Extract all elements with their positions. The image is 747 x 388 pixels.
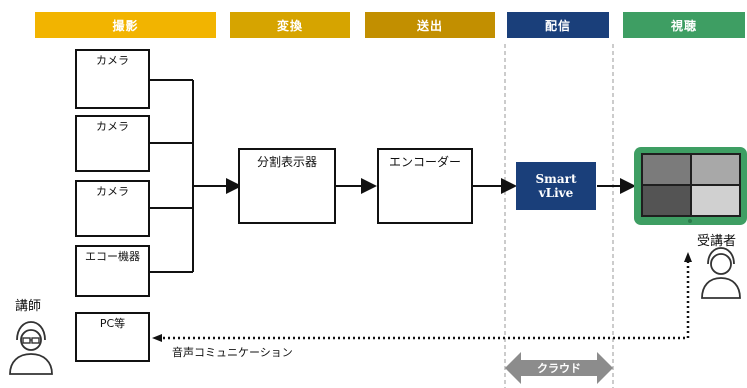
- attendee-icon: [701, 247, 741, 299]
- smart-vlive-logo: Smart vLive: [516, 162, 596, 210]
- phase-viewing: 視聴: [623, 12, 745, 38]
- phase-output: 送出: [365, 12, 495, 38]
- smart-vlive-line2: vLive: [538, 186, 574, 200]
- camera-connectors: [150, 79, 194, 273]
- cloud-label: クラウド: [537, 362, 581, 375]
- smart-vlive-line1: Smart: [535, 172, 577, 186]
- camera-box-2: カメラ: [75, 115, 150, 172]
- pc-label: PC等: [99, 317, 126, 330]
- phase-delivery: 配信: [507, 12, 609, 38]
- tablet-image: [634, 147, 747, 225]
- phase-shooting: 撮影: [35, 12, 216, 38]
- encoder-box: エンコーダー: [377, 148, 473, 224]
- lecturer-icon: [9, 321, 53, 375]
- camera-label-2: カメラ: [96, 120, 129, 133]
- echo-device-label: エコー機器: [85, 250, 140, 263]
- camera-label-3: カメラ: [96, 185, 129, 198]
- audio-comm-label: 音声コミュニケーション: [172, 346, 293, 359]
- phase-conversion: 変換: [230, 12, 350, 38]
- camera-box-1: カメラ: [75, 49, 150, 109]
- pc-box: PC等: [75, 312, 150, 362]
- echo-device-box: エコー機器: [75, 245, 150, 297]
- encoder-label: エンコーダー: [388, 155, 461, 169]
- camera-label-1: カメラ: [96, 54, 129, 67]
- lecturer-label: 講師: [15, 299, 42, 314]
- audio-comm-path: [152, 252, 692, 342]
- cloud-arrow: [505, 352, 613, 384]
- camera-box-3: カメラ: [75, 180, 150, 237]
- splitter-label: 分割表示器: [256, 155, 317, 169]
- attendee-label: 受講者: [697, 234, 737, 249]
- splitter-box: 分割表示器: [238, 148, 336, 224]
